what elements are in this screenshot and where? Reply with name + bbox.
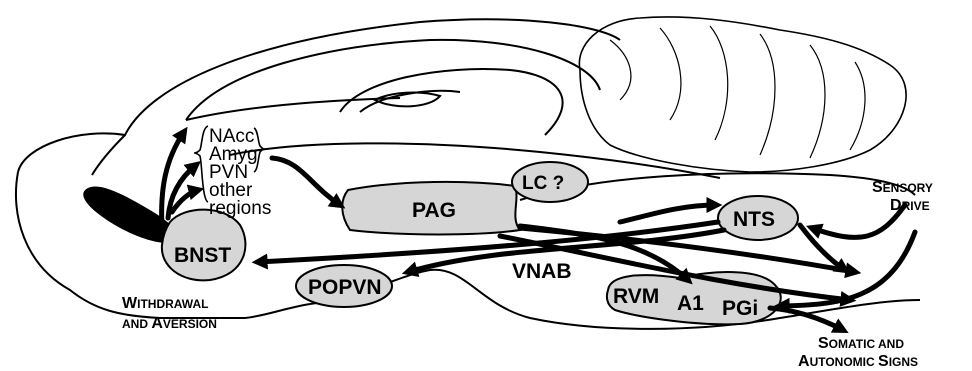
label-lc: LC ?	[522, 173, 564, 194]
label-autonomic: AUTONOMIC SIGNS	[798, 353, 918, 370]
label-rvm: RVM	[613, 285, 659, 308]
label-drive: DRIVE	[890, 197, 930, 214]
brain-outline	[16, 17, 920, 329]
label-sensory: SENSORY	[872, 179, 933, 196]
label-nts: NTS	[733, 208, 775, 231]
label-somatic: SOMATIC AND	[818, 335, 904, 352]
label-bnst: BNST	[174, 244, 231, 267]
label-pag: PAG	[412, 199, 456, 222]
label-pgi: PGi	[722, 297, 758, 320]
target-regions: regions	[209, 198, 271, 219]
label-aversion: AND AVERSION	[122, 315, 217, 332]
label-withdrawal: WITHDRAWAL	[122, 295, 208, 312]
label-vnab: VNAB	[512, 260, 572, 283]
label-a1: A1	[677, 292, 704, 315]
label-popvn: POPVN	[308, 276, 382, 299]
pathway-arrows	[162, 132, 915, 330]
